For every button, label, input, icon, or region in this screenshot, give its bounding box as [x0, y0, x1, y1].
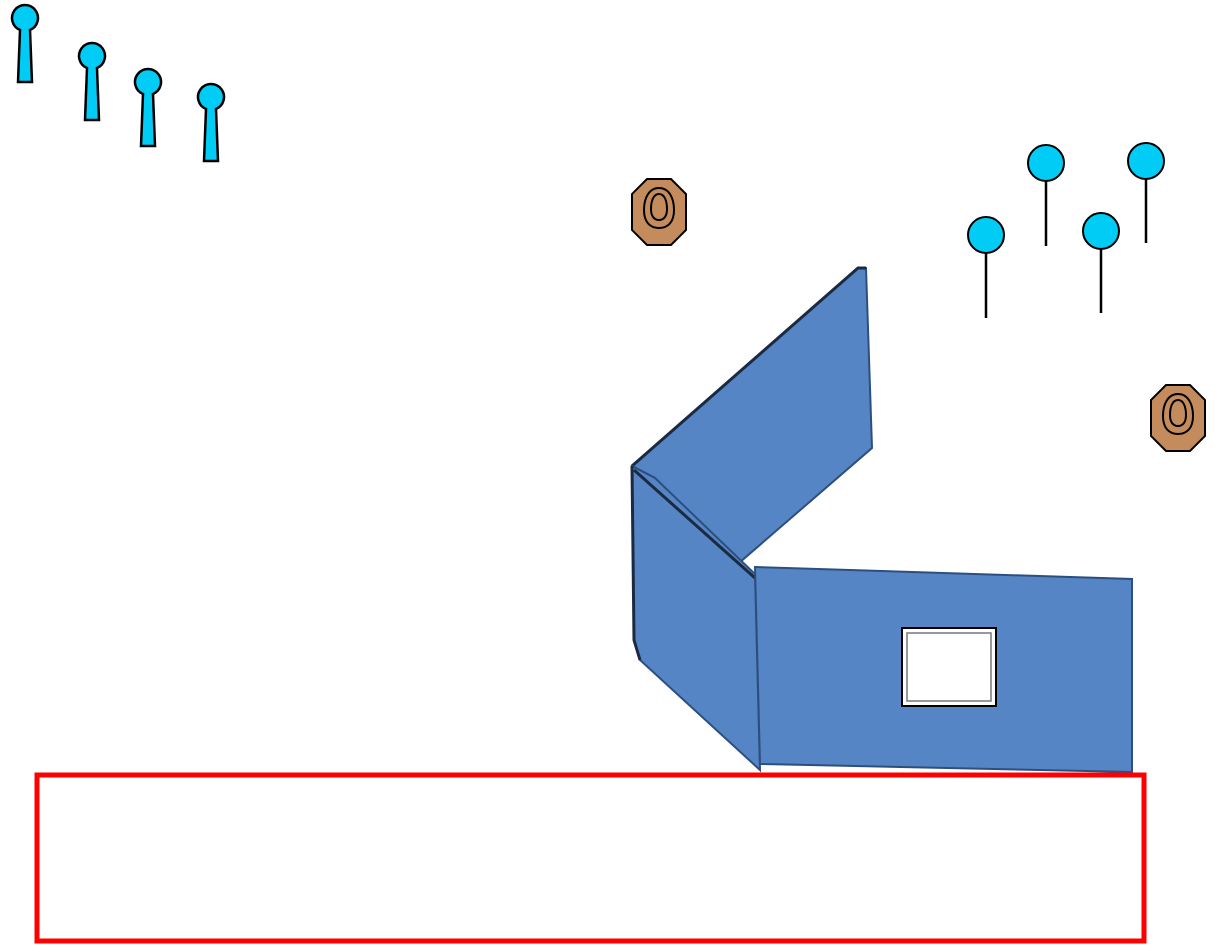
- popper-target: [196, 82, 226, 163]
- popper-group: [10, 3, 226, 163]
- shooting-area-box: [34, 772, 1147, 944]
- popper-target: [77, 41, 107, 122]
- popper-target: [10, 3, 40, 84]
- barricade: [630, 266, 1133, 774]
- steel-plate: [1082, 212, 1120, 313]
- popper-target: [133, 67, 163, 148]
- port-window: [901, 627, 997, 707]
- steel-plate: [1127, 142, 1165, 243]
- paper-target: [1150, 384, 1206, 452]
- steel-plate: [967, 216, 1005, 318]
- steel-plate: [1027, 144, 1065, 246]
- plate-group: [967, 142, 1165, 318]
- paper-target: [631, 178, 687, 246]
